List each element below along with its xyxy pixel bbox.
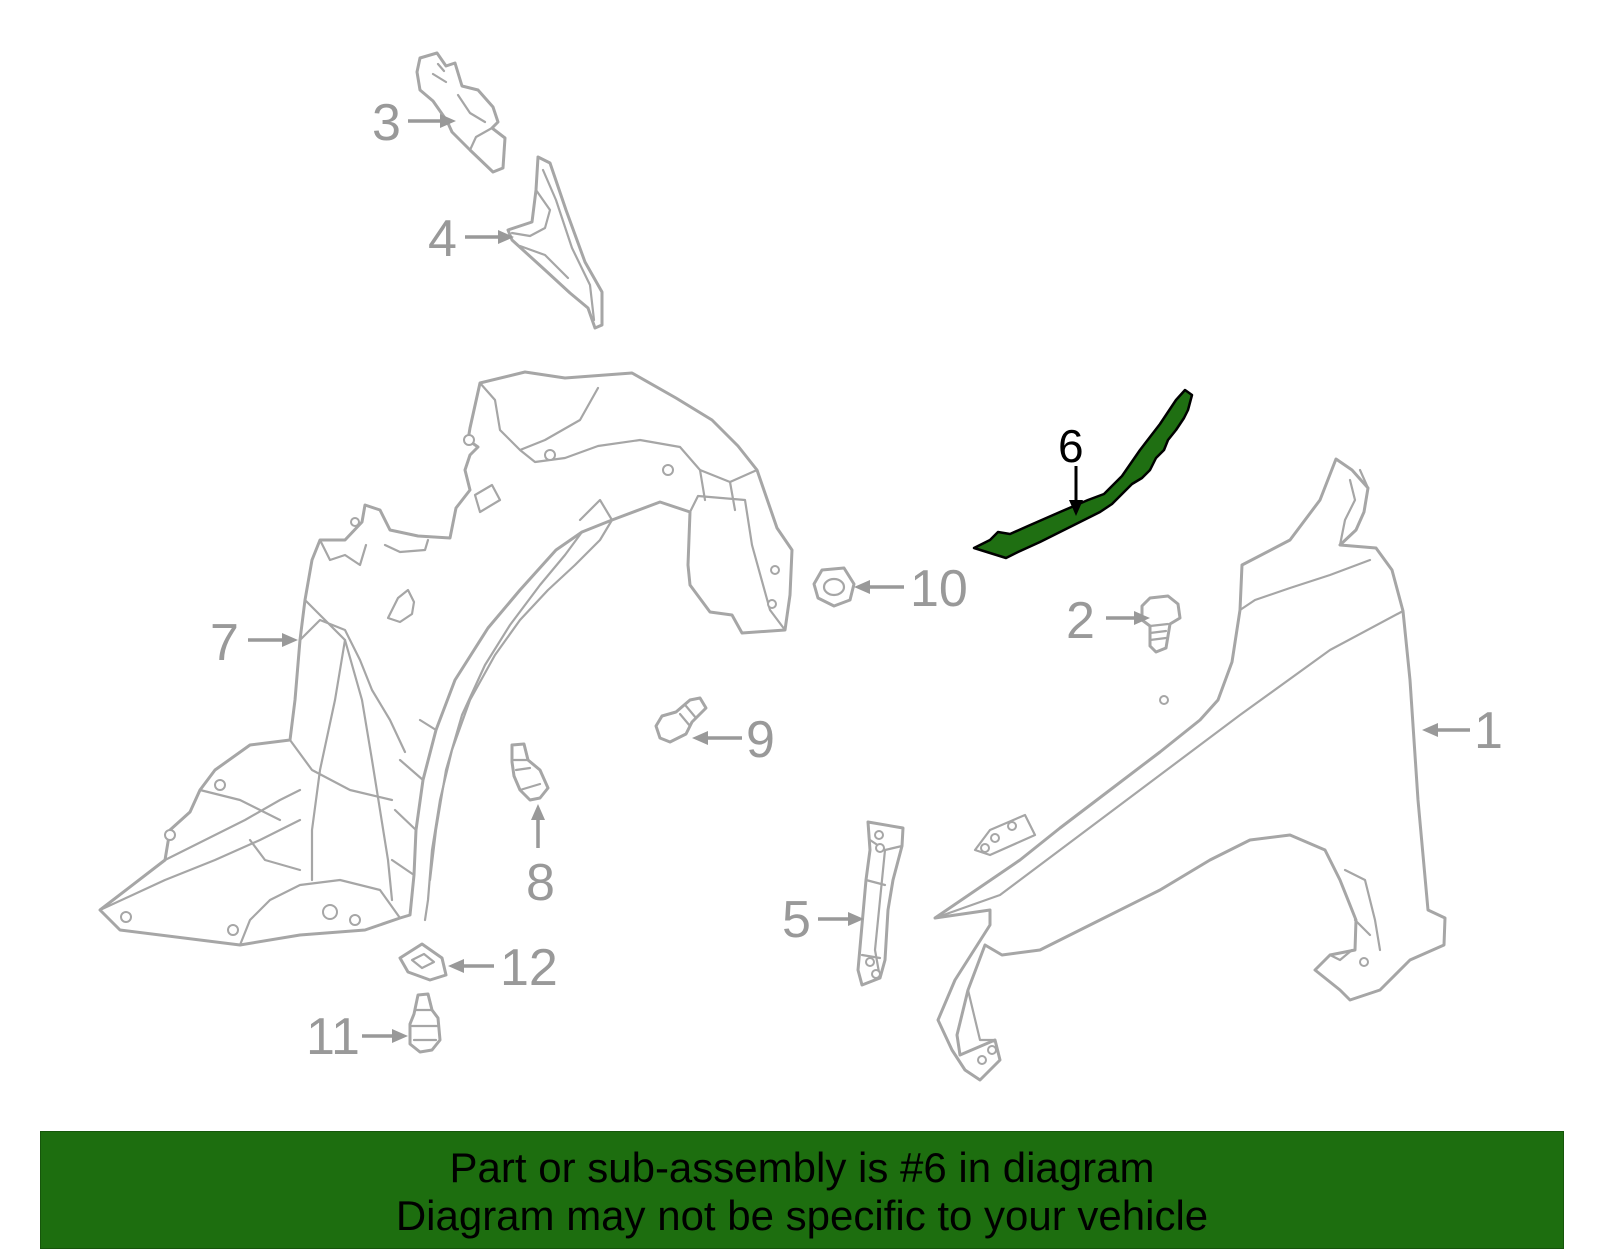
callout-arrows <box>248 114 1470 1043</box>
callout-6: 6 <box>1058 420 1084 472</box>
callout-1: 1 <box>1474 702 1503 760</box>
part-5-bracket[interactable] <box>856 820 905 987</box>
part-12-clip-nut[interactable] <box>398 942 448 982</box>
callout-3: 3 <box>372 94 401 152</box>
callout-10: 10 <box>910 560 968 618</box>
part-11-bolt[interactable] <box>408 992 442 1054</box>
part-8-clip[interactable] <box>510 742 550 802</box>
callout-9: 9 <box>746 711 775 769</box>
callout-5: 5 <box>782 891 811 949</box>
callout-2: 2 <box>1066 592 1095 650</box>
part-6-seal-highlighted[interactable] <box>972 388 1194 560</box>
banner-line-1: Part or sub-assembly is #6 in diagram <box>449 1144 1155 1191</box>
part-2-bolt[interactable] <box>1140 594 1182 654</box>
callout-7: 7 <box>210 614 239 672</box>
callout-8: 8 <box>526 854 555 912</box>
callout-11: 11 <box>306 1008 360 1066</box>
callout-4: 4 <box>428 210 457 268</box>
parts-diagram: 3 4 6 10 2 7 9 1 8 5 12 11 <box>98 51 1503 1082</box>
part-4-bracket[interactable] <box>506 155 604 330</box>
banner-line-2: Diagram may not be specific to your vehi… <box>395 1192 1209 1239</box>
part-3-bracket[interactable] <box>415 51 507 174</box>
part-10-nut[interactable] <box>812 566 856 608</box>
part-1-fender[interactable] <box>933 457 1447 1082</box>
part-9-screw[interactable] <box>654 696 708 744</box>
callout-12: 12 <box>500 939 558 997</box>
info-banner: Part or sub-assembly is #6 in diagram Di… <box>40 1131 1564 1249</box>
part-7-fender-liner[interactable] <box>98 370 794 947</box>
